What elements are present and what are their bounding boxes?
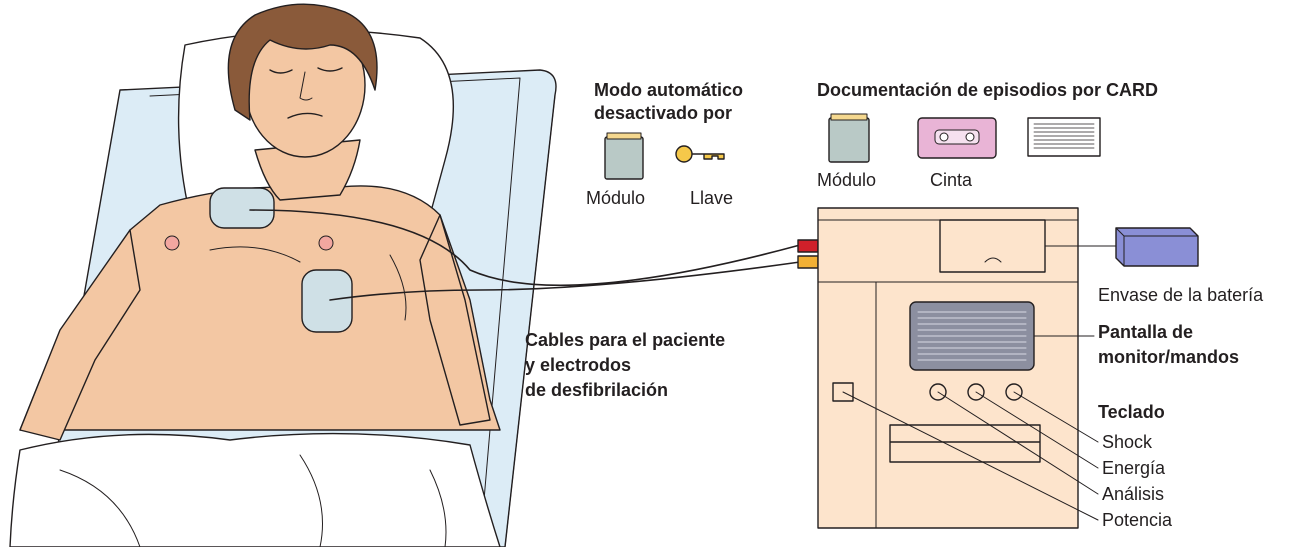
mode-key-label: Llave: [690, 188, 734, 208]
mode-module-label: Módulo: [586, 188, 646, 208]
battery-pack-top: [1115, 227, 1199, 267]
yellow-lead-plug: [797, 255, 819, 269]
battery-label: Envase de la batería: [1098, 285, 1264, 305]
mode-module-icon: [604, 136, 644, 180]
doc-module-icon: [828, 117, 870, 163]
chest-contour: [209, 246, 407, 321]
left-arm: [19, 229, 141, 441]
power-leader: [842, 391, 1099, 521]
shock-leader: [1013, 391, 1099, 443]
screen-lines: [917, 311, 1027, 361]
keypad-heading: Teclado: [1098, 402, 1165, 422]
mode-module-icon-tab: [606, 132, 642, 140]
right-nipple: [318, 235, 334, 251]
keypad-energy-label: Energía: [1102, 458, 1166, 478]
mode-heading-line1: Modo automático: [594, 80, 743, 100]
doc-tape-label: Cinta: [930, 170, 973, 190]
analysis-leader: [937, 391, 1099, 495]
bed-sheet: [9, 432, 501, 547]
cables-label-line3: de desfibrilación: [525, 380, 669, 400]
doc-module-label: Módulo: [817, 170, 877, 190]
card-slot: [889, 424, 1041, 463]
battery-slot: [939, 219, 1046, 273]
hair: [227, 3, 378, 121]
energy-leader: [975, 391, 1099, 469]
lower-electrode-pad: [301, 269, 353, 333]
mode-heading-line2: desactivado por: [594, 103, 733, 123]
cables-label-line1: Cables para el paciente: [525, 330, 726, 350]
doc-module-icon-tab: [830, 113, 868, 121]
right-arm: [419, 214, 491, 426]
cassette-reel-left: [939, 132, 949, 142]
keypad-shock-label: Shock: [1102, 432, 1153, 452]
keypad-power-label: Potencia: [1102, 510, 1173, 530]
doc-heading: Documentación de episodios por CARD: [817, 80, 1159, 100]
battery-slot-handle: [984, 257, 1002, 263]
key-icon: [675, 145, 725, 163]
screen-label-line1: Pantalla de: [1098, 322, 1194, 342]
red-lead-plug: [797, 239, 819, 253]
electrode-cable-lower: [329, 261, 801, 301]
screen-label-line2: monitor/mandos: [1098, 347, 1240, 367]
sheet-folds: [59, 454, 447, 547]
mouth: [287, 112, 323, 119]
battery-pack: [1115, 227, 1199, 267]
neck: [254, 139, 361, 201]
upper-electrode-pad: [209, 187, 275, 229]
closed-eyes: [269, 67, 343, 74]
nose: [299, 71, 313, 101]
keypad-analysis-label: Análisis: [1102, 484, 1165, 504]
cassette-reel-right: [965, 132, 975, 142]
electrode-cable-upper: [249, 209, 801, 287]
left-nipple: [164, 235, 180, 251]
cables-label-line2: y electrodos: [525, 355, 632, 375]
paper-card-lines: [1033, 123, 1095, 149]
